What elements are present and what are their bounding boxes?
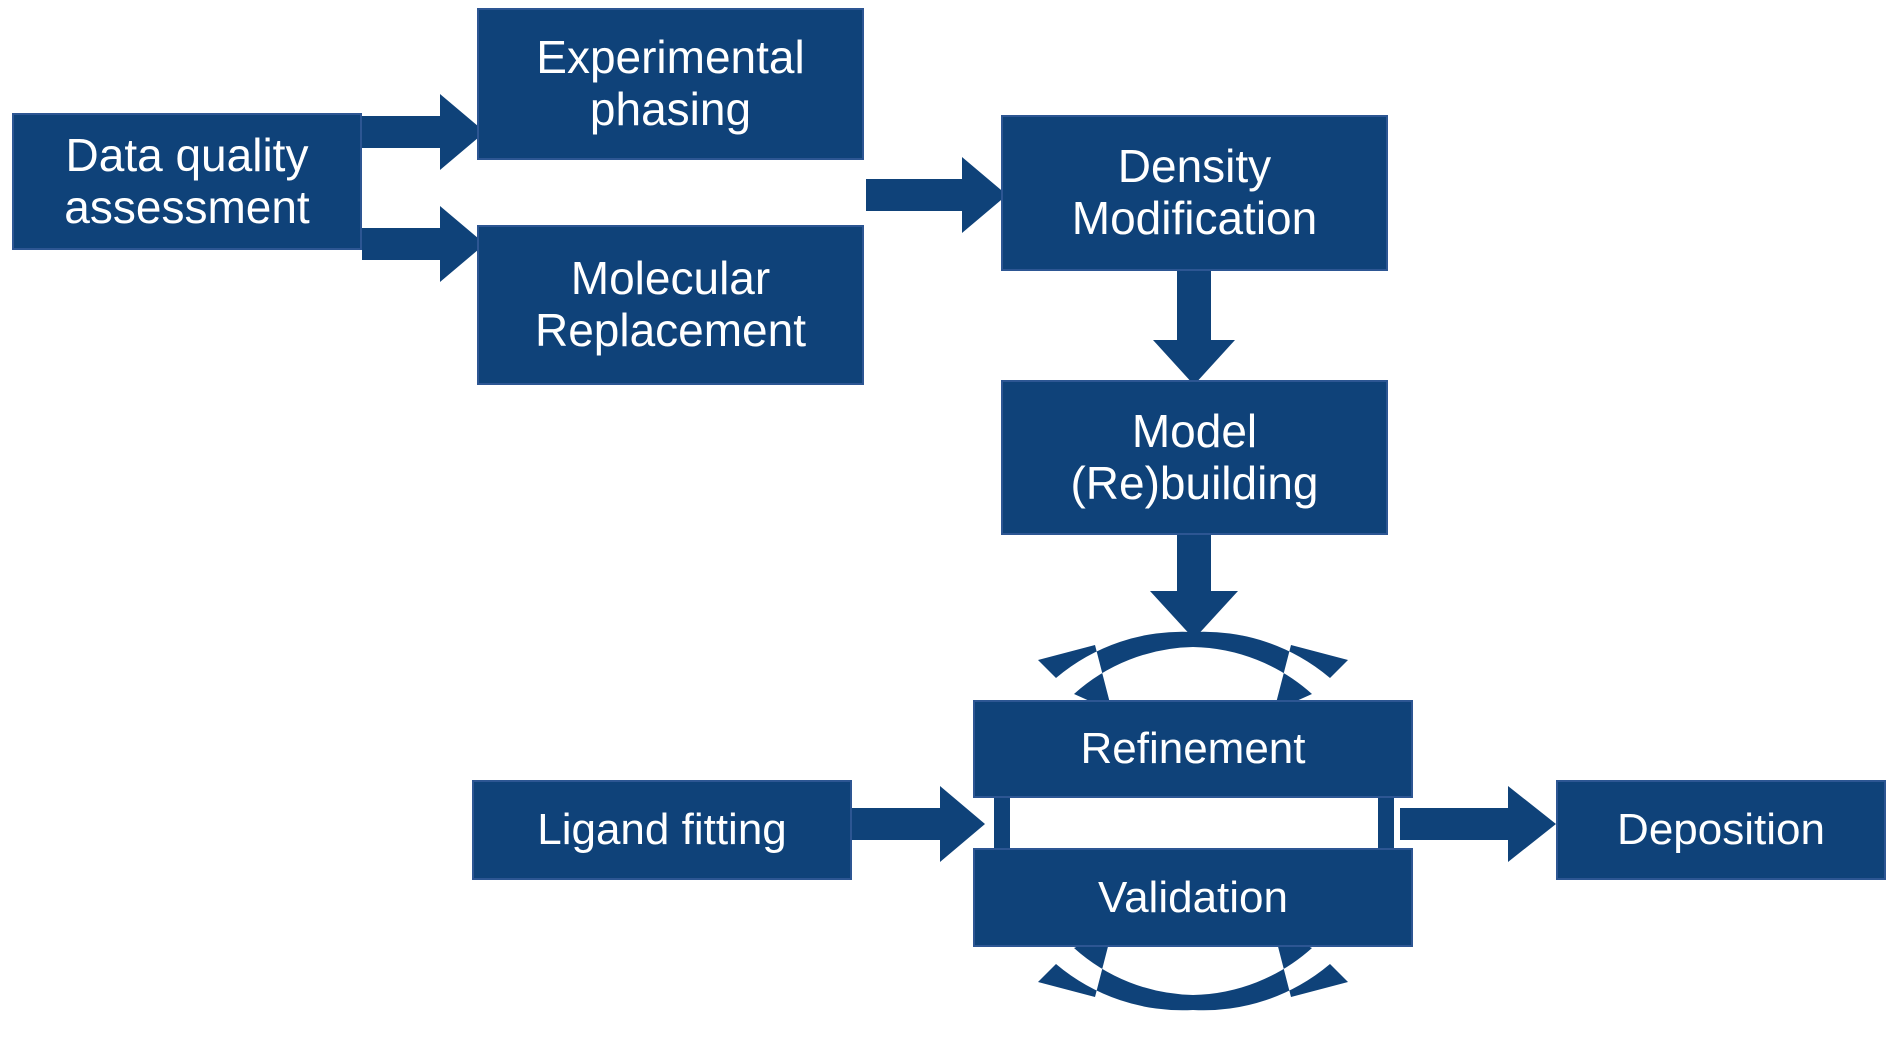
arrow-densitymod-to-modelbuild [1153, 271, 1235, 385]
node-validation[interactable]: Validation [973, 848, 1413, 947]
node-ligand-fitting[interactable]: Ligand fitting [472, 780, 852, 880]
node-experimental-phasing[interactable]: Experimental phasing [477, 8, 864, 160]
node-label-experimental-phasing: Experimental phasing [536, 31, 805, 135]
node-label-molecular-replacement: Molecular Replacement [534, 252, 807, 356]
cycle-arc-upper-right [1193, 631, 1348, 711]
arrow-dataquality-to-molrep [362, 206, 485, 282]
node-refinement[interactable]: Refinement [973, 700, 1413, 798]
node-label-refinement: Refinement [1080, 724, 1306, 774]
node-density-modification[interactable]: Density Modification [1001, 115, 1388, 271]
node-molecular-replacement[interactable]: Molecular Replacement [477, 225, 864, 385]
arrow-dataquality-to-expphasing [362, 94, 485, 170]
cycle-arc-lower-right [1193, 931, 1348, 1011]
node-model-rebuilding[interactable]: Model (Re)building [1001, 380, 1388, 535]
cycle-arc-lower-left [1038, 931, 1193, 1011]
node-label-validation: Validation [1098, 872, 1288, 922]
arrow-cycle-to-deposition [1400, 786, 1556, 862]
arrow-modelbuild-to-cycle [1150, 535, 1238, 639]
node-label-deposition: Deposition [1617, 805, 1825, 855]
node-label-data-quality-assessment: Data quality assessment [64, 128, 310, 233]
node-label-model-rebuilding: Model (Re)building [1070, 404, 1319, 509]
node-label-density-modification: Density Modification [1071, 140, 1318, 244]
node-data-quality-assessment[interactable]: Data quality assessment [12, 113, 362, 250]
node-deposition[interactable]: Deposition [1556, 780, 1886, 880]
arrow-phasing-to-densitymod [866, 157, 1007, 233]
node-label-ligand-fitting: Ligand fitting [537, 805, 787, 855]
arrow-ligandfitting-to-cycle [852, 786, 985, 862]
cycle-arc-upper-left [1038, 631, 1193, 711]
